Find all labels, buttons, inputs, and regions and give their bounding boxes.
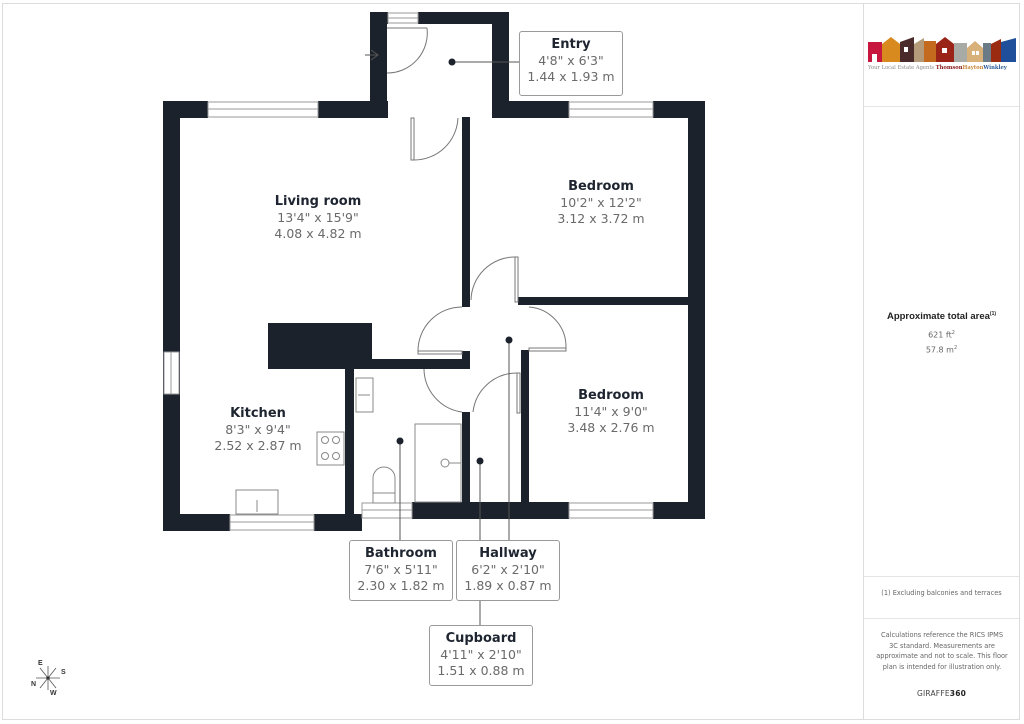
page-frame bbox=[2, 3, 1020, 720]
room-label-hallway: Hallway 6'2" x 2'10" 1.89 x 0.87 m bbox=[456, 540, 560, 601]
room-dimensions-metric: 4.08 x 4.82 m bbox=[274, 226, 362, 241]
room-dimensions-metric: 1.44 x 1.93 m bbox=[527, 69, 615, 84]
room-dimensions-imperial: 4'11" x 2'10" bbox=[440, 647, 522, 662]
room-label-bedroom-1: Bedroom 10'2" x 12'2" 3.12 x 3.72 m bbox=[531, 179, 671, 227]
room-dimensions-metric: 2.52 x 2.87 m bbox=[214, 438, 302, 453]
giraffe360-brand: GIRAFFE360 bbox=[864, 689, 1019, 698]
label-anchors bbox=[396, 58, 513, 465]
walls bbox=[163, 12, 705, 531]
total-area-metric: 57.8 m2 bbox=[864, 345, 1019, 355]
compass-east-label: E bbox=[38, 660, 43, 667]
brand-bold: 360 bbox=[949, 689, 967, 698]
area-metric-value: 57.8 m bbox=[925, 345, 954, 355]
windows bbox=[163, 12, 654, 531]
footnote-marker: (1) bbox=[989, 311, 997, 317]
total-area-section: Approximate total area(1) 621 ft2 57.8 m… bbox=[864, 107, 1019, 577]
room-dimensions-metric: 1.89 x 0.87 m bbox=[464, 578, 552, 593]
room-dimensions-imperial: 6'2" x 2'10" bbox=[471, 562, 545, 577]
compass-west-label: W bbox=[50, 690, 57, 697]
room-label-living-room: Living room 13'4" x 15'9" 4.08 x 4.82 m bbox=[248, 194, 388, 242]
room-label-kitchen: Kitchen 8'3" x 9'4" 2.52 x 2.87 m bbox=[198, 406, 318, 454]
room-name: Bedroom bbox=[568, 179, 634, 194]
room-label-cupboard: Cupboard 4'11" x 2'10" 1.51 x 0.88 m bbox=[429, 625, 533, 686]
brand-part-winkley: Winkley bbox=[983, 65, 1007, 71]
room-dimensions-metric: 2.30 x 1.82 m bbox=[357, 578, 445, 593]
room-label-entry: Entry 4'8" x 6'3" 1.44 x 1.93 m bbox=[519, 31, 623, 96]
doors bbox=[386, 27, 567, 414]
area-metric-sup: 2 bbox=[953, 345, 958, 351]
room-dimensions-metric: 3.48 x 2.76 m bbox=[567, 420, 655, 435]
room-name: Hallway bbox=[479, 546, 537, 561]
fixtures bbox=[235, 377, 462, 515]
footnote-text: (1) Excluding balconies and terraces bbox=[881, 589, 1002, 597]
room-name: Entry bbox=[551, 37, 591, 52]
floor-plan: E S N W Entry 4'8" x 6'3" 1.44 x 1.93 m … bbox=[3, 4, 863, 719]
room-name: Bedroom bbox=[578, 388, 644, 403]
disclaimer-section: Calculations reference the RICS IPMS 3C … bbox=[864, 619, 1019, 719]
brand-part-thomson: Thomson bbox=[935, 65, 963, 71]
room-name: Kitchen bbox=[230, 406, 286, 421]
room-dimensions-imperial: 8'3" x 9'4" bbox=[225, 422, 291, 437]
room-dimensions-imperial: 10'2" x 12'2" bbox=[560, 195, 642, 210]
total-area-imperial: 621 ft2 bbox=[864, 330, 1019, 340]
label-leaders bbox=[365, 49, 519, 625]
agent-logo: Your Local Estate Agents ThomsonHaytonWi… bbox=[864, 4, 1019, 107]
compass-north-label: N bbox=[31, 681, 37, 688]
houses-logo-icon bbox=[868, 37, 1016, 62]
area-imperial-value: 621 ft bbox=[928, 330, 952, 340]
room-dimensions-imperial: 11'4" x 9'0" bbox=[574, 404, 648, 419]
brand-light: GIRAFFE bbox=[916, 689, 950, 698]
total-area-title-text: Approximate total area bbox=[886, 311, 990, 323]
agent-tagline: Your Local Estate Agents ThomsonHaytonWi… bbox=[868, 65, 1018, 71]
room-name: Bathroom bbox=[365, 546, 437, 561]
room-name: Cupboard bbox=[445, 631, 517, 646]
disclaimer-text: Calculations reference the RICS IPMS 3C … bbox=[876, 631, 1008, 671]
room-label-bathroom: Bathroom 7'6" x 5'11" 2.30 x 1.82 m bbox=[349, 540, 453, 601]
room-label-bedroom-2: Bedroom 11'4" x 9'0" 3.48 x 2.76 m bbox=[541, 388, 681, 436]
room-dimensions-metric: 1.51 x 0.88 m bbox=[437, 663, 525, 678]
compass-south-label: S bbox=[61, 669, 66, 676]
room-dimensions-imperial: 4'8" x 6'3" bbox=[538, 53, 604, 68]
total-area-title: Approximate total area(1) bbox=[864, 311, 1019, 322]
floor-plan-drawing bbox=[36, 12, 705, 690]
compass-rose bbox=[36, 666, 60, 690]
room-dimensions-metric: 3.12 x 3.72 m bbox=[557, 211, 645, 226]
room-dimensions-imperial: 13'4" x 15'9" bbox=[277, 210, 359, 225]
tagline-text: Your Local Estate Agents bbox=[868, 65, 935, 71]
brand-part-hayton: Hayton bbox=[962, 65, 984, 71]
area-imperial-sup: 2 bbox=[951, 330, 955, 336]
room-dimensions-imperial: 7'6" x 5'11" bbox=[364, 562, 438, 577]
room-name: Living room bbox=[274, 194, 362, 209]
info-sidebar: Your Local Estate Agents ThomsonHaytonWi… bbox=[863, 4, 1019, 719]
footnote-section: (1) Excluding balconies and terraces bbox=[864, 577, 1019, 619]
